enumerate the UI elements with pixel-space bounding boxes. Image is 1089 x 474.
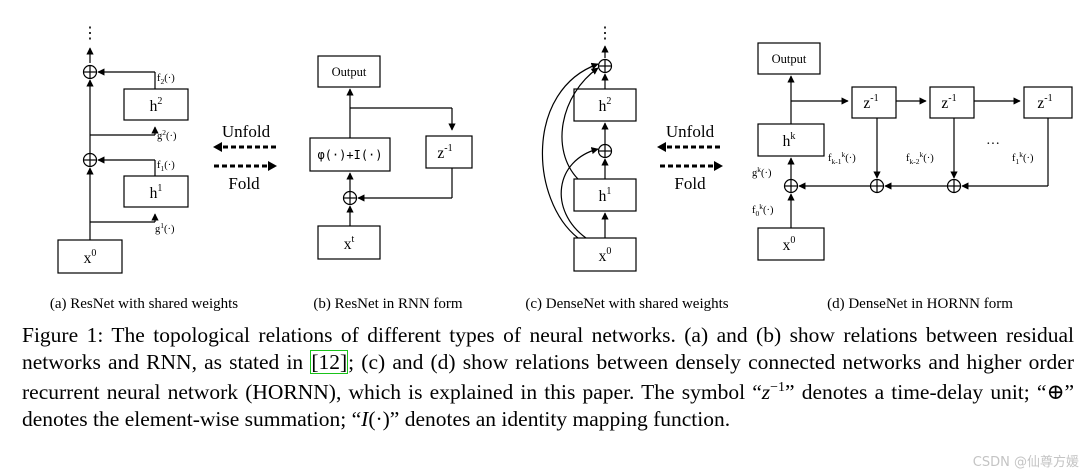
x0-box-c	[573, 237, 637, 272]
symbol-z-sup: −1	[770, 380, 786, 395]
caption-text-1: The topological relations of different t…	[22, 323, 1075, 374]
unfold-label-right: Unfold	[666, 122, 715, 141]
fk2k-label: fk-2k(·)	[906, 150, 934, 166]
output-box-d	[757, 42, 821, 75]
z-delay-box-b	[425, 135, 473, 169]
ellipsis-d: ···	[986, 137, 1000, 152]
caption-text-4: ” denotes the element-wise summation; “	[22, 380, 1075, 431]
vdots-a: ⋮	[82, 25, 98, 42]
caption-label: Figure 1:	[22, 323, 104, 347]
panel-c: ⋮ h2 h1 x0	[542, 25, 637, 272]
symbol-i: I	[361, 406, 369, 431]
x0-label-a: x0	[84, 248, 97, 267]
f0k-label: f0k(·)	[752, 202, 774, 218]
fold-arrows-right: Unfold Fold	[657, 122, 723, 193]
xt-box	[317, 225, 381, 260]
fold-label-right: Fold	[674, 174, 706, 193]
fk1k-label: fk-1k(·)	[828, 150, 856, 166]
xt-label: xt	[344, 234, 355, 253]
z-delay-label-b: z-1	[437, 143, 452, 162]
f1-label: f1(·)	[157, 160, 175, 173]
z-delay-label-d3: z-1	[1037, 93, 1052, 112]
x0-label-d: x0	[783, 235, 796, 254]
h1-box-a	[123, 175, 189, 208]
x0-box-a	[57, 239, 123, 274]
watermark: CSDN @仙尊方媛	[972, 455, 1079, 470]
z-delay-box-d1	[851, 86, 897, 119]
output-label-d: Output	[772, 52, 807, 66]
symbol-oplus: ⊕	[1046, 380, 1065, 405]
caption-text-3: ” denotes a time-delay unit; “	[785, 380, 1047, 405]
output-label-b: Output	[332, 65, 367, 79]
topology-figure: ⋮ h2 f2(·) g2(·) h1 f1(·) g1(·) x0 Unfol…	[50, 25, 1073, 312]
x0-label-c: x0	[599, 246, 612, 265]
unfold-label-left: Unfold	[222, 122, 271, 141]
symbol-z: z	[761, 380, 771, 405]
caption-d: (d) DenseNet in HORNN form	[827, 296, 1013, 312]
g2-label: g2(·)	[157, 128, 177, 142]
caption-text-2: ; (c) and (d) show relations between den…	[22, 349, 1074, 405]
figure-caption: Figure 1: The topological relations of d…	[22, 322, 1074, 432]
caption-b: (b) ResNet in RNN form	[313, 296, 462, 312]
citation-link[interactable]: [12]	[310, 349, 349, 374]
f2-label: f2(·)	[157, 73, 175, 86]
hk-label: hk	[783, 131, 796, 150]
caption-text-5: ” denotes an identity mapping function.	[389, 406, 731, 431]
g1-label: g1(·)	[155, 221, 175, 235]
f1k-label: f1k(·)	[1012, 150, 1034, 166]
panel-b: Output φ(·)+I(·) z-1 xt	[309, 55, 473, 260]
h2-label-a: h2	[150, 96, 163, 115]
fold-arrows-left: Unfold Fold	[213, 122, 277, 193]
z-delay-label-d1: z-1	[863, 93, 878, 112]
z-delay-label-d2: z-1	[941, 93, 956, 112]
h2-box-c	[573, 88, 637, 122]
caption-c: (c) DenseNet with shared weights	[525, 296, 728, 312]
panel-a: ⋮ h2 f2(·) g2(·) h1 f1(·) g1(·) x0	[57, 25, 189, 274]
vdots-c: ⋮	[597, 25, 613, 42]
x0-box-d	[757, 227, 825, 261]
h1-box-c	[573, 178, 637, 212]
hk-box	[757, 123, 825, 157]
z-delay-box-d2	[929, 86, 975, 119]
h2-label-c: h2	[599, 96, 612, 115]
phi-box	[309, 137, 391, 172]
gk-label: gk(·)	[752, 165, 772, 179]
output-box-b	[317, 55, 381, 88]
h1-label-c: h1	[599, 186, 612, 205]
h1-label-a: h1	[150, 183, 163, 202]
caption-a: (a) ResNet with shared weights	[50, 296, 238, 312]
phi-label: φ(·)+I(·)	[317, 148, 382, 162]
fold-label-left: Fold	[228, 174, 260, 193]
panel-d: Output z-1 z-1 z-1 ··· hk gk(·) fk-1k(·)…	[752, 42, 1073, 261]
h2-box-a	[123, 88, 189, 121]
symbol-i-arg: (·)	[368, 406, 390, 431]
